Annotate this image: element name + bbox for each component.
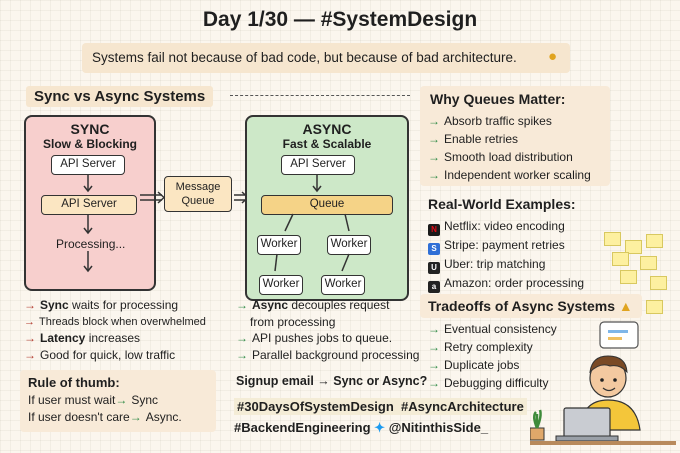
- list-item: →Sync waits for processing: [24, 298, 179, 312]
- sticky-note: [650, 276, 667, 290]
- examples-title: Real-World Examples:: [428, 196, 576, 212]
- sync-processing: Processing...: [56, 237, 126, 251]
- list-item: →Independent worker scaling: [428, 168, 591, 182]
- worker-box: Worker: [259, 275, 303, 295]
- tagline: Systems fail not because of bad code, bu…: [82, 43, 570, 73]
- sync-api-server-2: API Server: [41, 195, 137, 215]
- hashtags-line-1: #30DaysOfSystemDesign #AsyncArchitecture: [234, 398, 527, 415]
- list-item: →Enable retries: [428, 132, 519, 146]
- sticky-note: [646, 300, 663, 314]
- async-arrows: [274, 175, 350, 272]
- list-item: →Debugging difficulty: [428, 376, 549, 390]
- worker-box: Worker: [321, 275, 365, 295]
- list-item: →Retry complexity: [428, 340, 533, 354]
- speech-bubble: [599, 321, 639, 349]
- async-api-server: API Server: [281, 155, 355, 175]
- twitter-icon: ✦: [374, 420, 386, 435]
- list-item: →Parallel background processing: [236, 347, 420, 362]
- stripe-icon: S: [428, 243, 440, 255]
- hashtags-line-2: #BackendEngineering ✦ @NitinthisSide_: [234, 420, 489, 435]
- uber-icon: U: [428, 262, 440, 274]
- why-queues-panel: [420, 86, 610, 186]
- rule-line-2: If user doesn't care→Async.: [28, 410, 182, 424]
- why-queues-list: →Absorb traffic spikes →Enable retries →…: [428, 112, 591, 184]
- message-queue-line2: Queue: [181, 195, 215, 207]
- list-item: →Eventual consistency: [428, 322, 557, 336]
- netflix-icon: N: [428, 224, 440, 236]
- amazon-icon: a: [428, 281, 440, 293]
- section-title: Sync vs Async Systems: [26, 86, 214, 107]
- warning-icon: ▲: [618, 298, 633, 314]
- message-queue-box: Message Queue: [164, 176, 232, 212]
- sticky-note: [625, 240, 642, 254]
- list-item: from processing: [250, 314, 336, 329]
- sync-api-server-1: API Server: [51, 155, 125, 175]
- flow-arrows: [140, 191, 250, 204]
- rule-of-thumb-box: Rule of thumb: If user must wait→Sync If…: [20, 370, 216, 432]
- tradeoffs-list: →Eventual consistency →Retry complexity …: [428, 320, 557, 392]
- async-points: →Async decouples request from processing…: [236, 297, 419, 363]
- sync-panel: SYNC Slow & Blocking API Server API Serv…: [24, 115, 156, 291]
- async-panel: ASYNC Fast & Scalable API Server Queue W…: [245, 115, 409, 301]
- sync-subheading: Slow & Blocking: [42, 137, 137, 151]
- message-queue-line1: Message: [175, 181, 221, 193]
- sync-arrows: [83, 175, 93, 273]
- async-subheading: Fast & Scalable: [282, 137, 372, 151]
- rule-line-1: If user must wait→Sync: [28, 393, 159, 407]
- list-item: →Good for quick, low traffic: [24, 347, 176, 362]
- sticky-note: [604, 232, 621, 246]
- async-queue: Queue: [261, 195, 393, 215]
- list-item: →API pushes jobs to queue.: [236, 331, 393, 345]
- worker-box: Worker: [257, 235, 301, 255]
- list-item: →Duplicate jobs: [428, 358, 520, 372]
- signup-question: Signup email → Sync or Async?: [236, 374, 428, 388]
- sync-heading: SYNC: [70, 121, 110, 137]
- why-queues-title: Why Queues Matter:: [430, 91, 566, 107]
- async-heading: ASYNC: [302, 121, 352, 137]
- list-item: →Absorb traffic spikes: [428, 114, 552, 128]
- list-item: →Latency increases: [24, 331, 141, 345]
- sticky-note: [612, 252, 629, 266]
- sticky-note: [620, 270, 637, 284]
- plant-pot: [530, 427, 545, 441]
- sync-points: →Sync waits for processing →Threads bloc…: [24, 297, 206, 363]
- laptop: [563, 407, 611, 439]
- divider: [230, 95, 410, 96]
- list-item: →Async decouples request: [236, 298, 390, 312]
- developer-illustration: [530, 321, 676, 445]
- sticky-note: [646, 234, 663, 248]
- sticky-note: [640, 256, 657, 270]
- lightbulb-icon: ●: [548, 48, 558, 65]
- tradeoffs-header-bg: [420, 294, 642, 318]
- list-item: →Smooth load distribution: [428, 150, 573, 164]
- list-item: →Threads block when overwhelmed: [24, 315, 206, 328]
- page-title: Day 1/30 — #SystemDesign: [202, 8, 478, 31]
- rule-title: Rule of thumb:: [28, 375, 120, 390]
- tradeoffs-title: Tradeoffs of Async Systems ▲: [428, 298, 633, 314]
